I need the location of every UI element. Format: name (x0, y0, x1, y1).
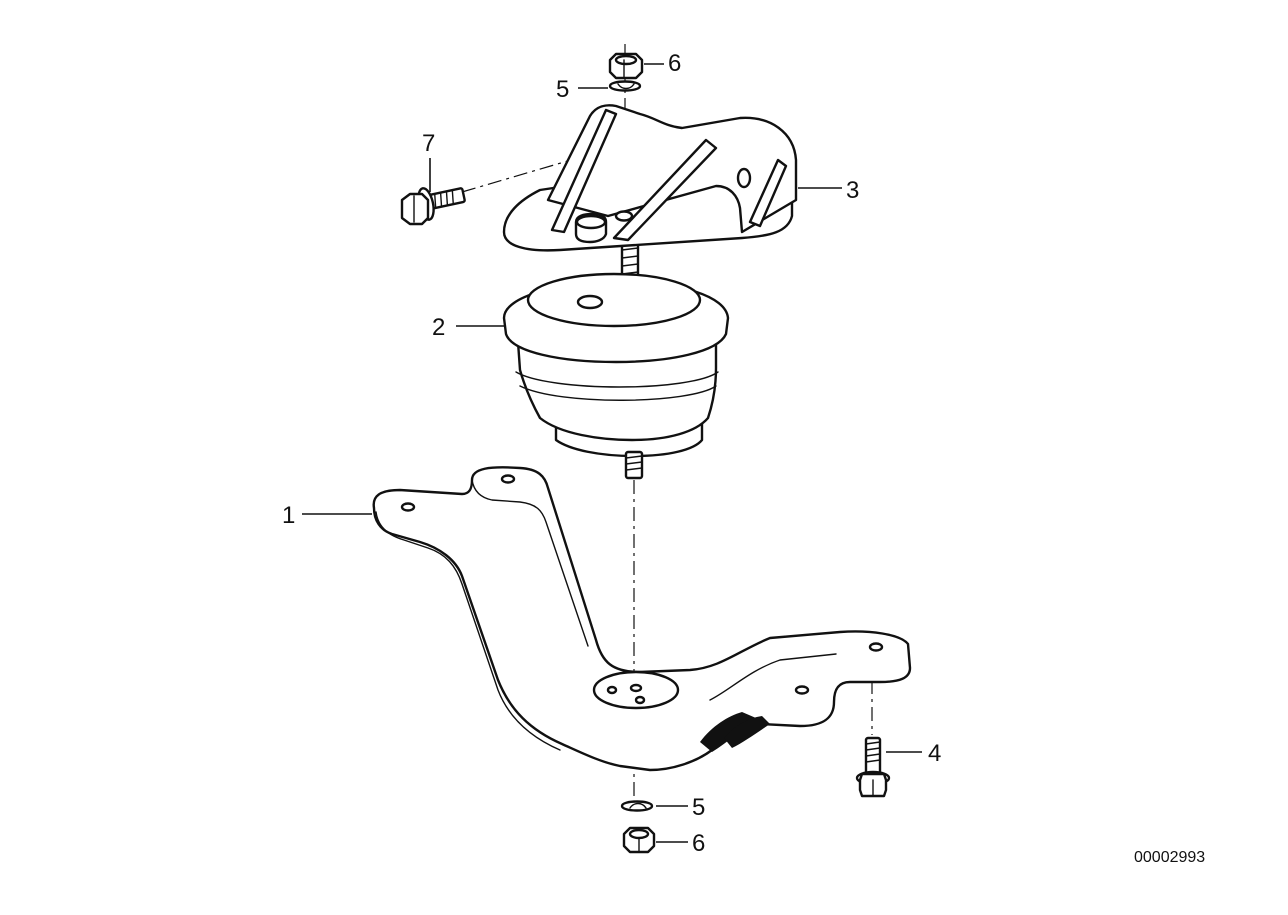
crossmember-hole-right (868, 642, 884, 652)
crossmember-edge-right (709, 653, 837, 701)
mount-rib-1 (515, 371, 719, 388)
crossmember-hole-right-lower (794, 685, 810, 695)
crossmember-edge-top (471, 479, 589, 647)
mount-bottom-stud (624, 450, 644, 480)
crossmember-shadow-2 (724, 716, 770, 748)
crossmember-part (372, 466, 912, 772)
side-bolt-threads (434, 189, 454, 209)
top-fasteners (608, 52, 644, 92)
bolt-shank-threads (865, 741, 881, 763)
callout-7: 7 (422, 130, 435, 157)
callout-5-bottom: 5 (692, 794, 705, 821)
mount-bracket-part (502, 104, 798, 252)
callout-6-top: 6 (668, 50, 681, 77)
mount-locating-pin (576, 294, 604, 310)
crossmember-edge-left (375, 511, 561, 751)
callout-4: 4 (928, 740, 941, 767)
bracket-upright (546, 104, 798, 234)
crossmember-center-hole (629, 683, 643, 693)
callout-5-top: 5 (556, 76, 569, 103)
mount-rib-2 (519, 385, 717, 401)
bracket-gusset-right (612, 138, 718, 242)
bracket-gusset-end (748, 158, 788, 228)
callout-2: 2 (432, 314, 445, 341)
crossmember-body (372, 466, 912, 772)
callout-labels: 1 2 3 4 5 5 6 6 7 (282, 50, 941, 857)
bracket-boss-top (575, 214, 607, 230)
crossmember-hole-left (400, 502, 416, 512)
callout-1: 1 (282, 502, 295, 529)
mount-body-lower (516, 340, 718, 442)
bracket-center-hole (614, 210, 634, 222)
crossmember-hole-top (500, 474, 516, 484)
crossmember-pad-hole-bottom (634, 695, 646, 705)
nut-top-hole (614, 54, 638, 66)
mount-top-face (526, 272, 702, 328)
side-bolt-part (400, 187, 466, 226)
bracket-gusset-left (550, 108, 618, 234)
washer-top-split (617, 83, 635, 90)
callout-3: 3 (846, 177, 859, 204)
document-id: 00002993 (1134, 849, 1205, 866)
callout-6-bottom: 6 (692, 830, 705, 857)
hex-bolt-part (855, 736, 891, 798)
mount-bottom-stud-threads (625, 455, 643, 471)
bottom-fasteners (620, 800, 656, 854)
bracket-side-hole (736, 167, 752, 189)
washer-bottom-split (629, 802, 647, 809)
crossmember-shadow (700, 712, 756, 752)
rubber-mount-part (502, 230, 730, 480)
leader-lines (302, 63, 922, 843)
crossmember-pad-hole-left (606, 685, 618, 695)
nut-bottom-hole (628, 828, 650, 840)
side-bolt-head (400, 192, 430, 226)
